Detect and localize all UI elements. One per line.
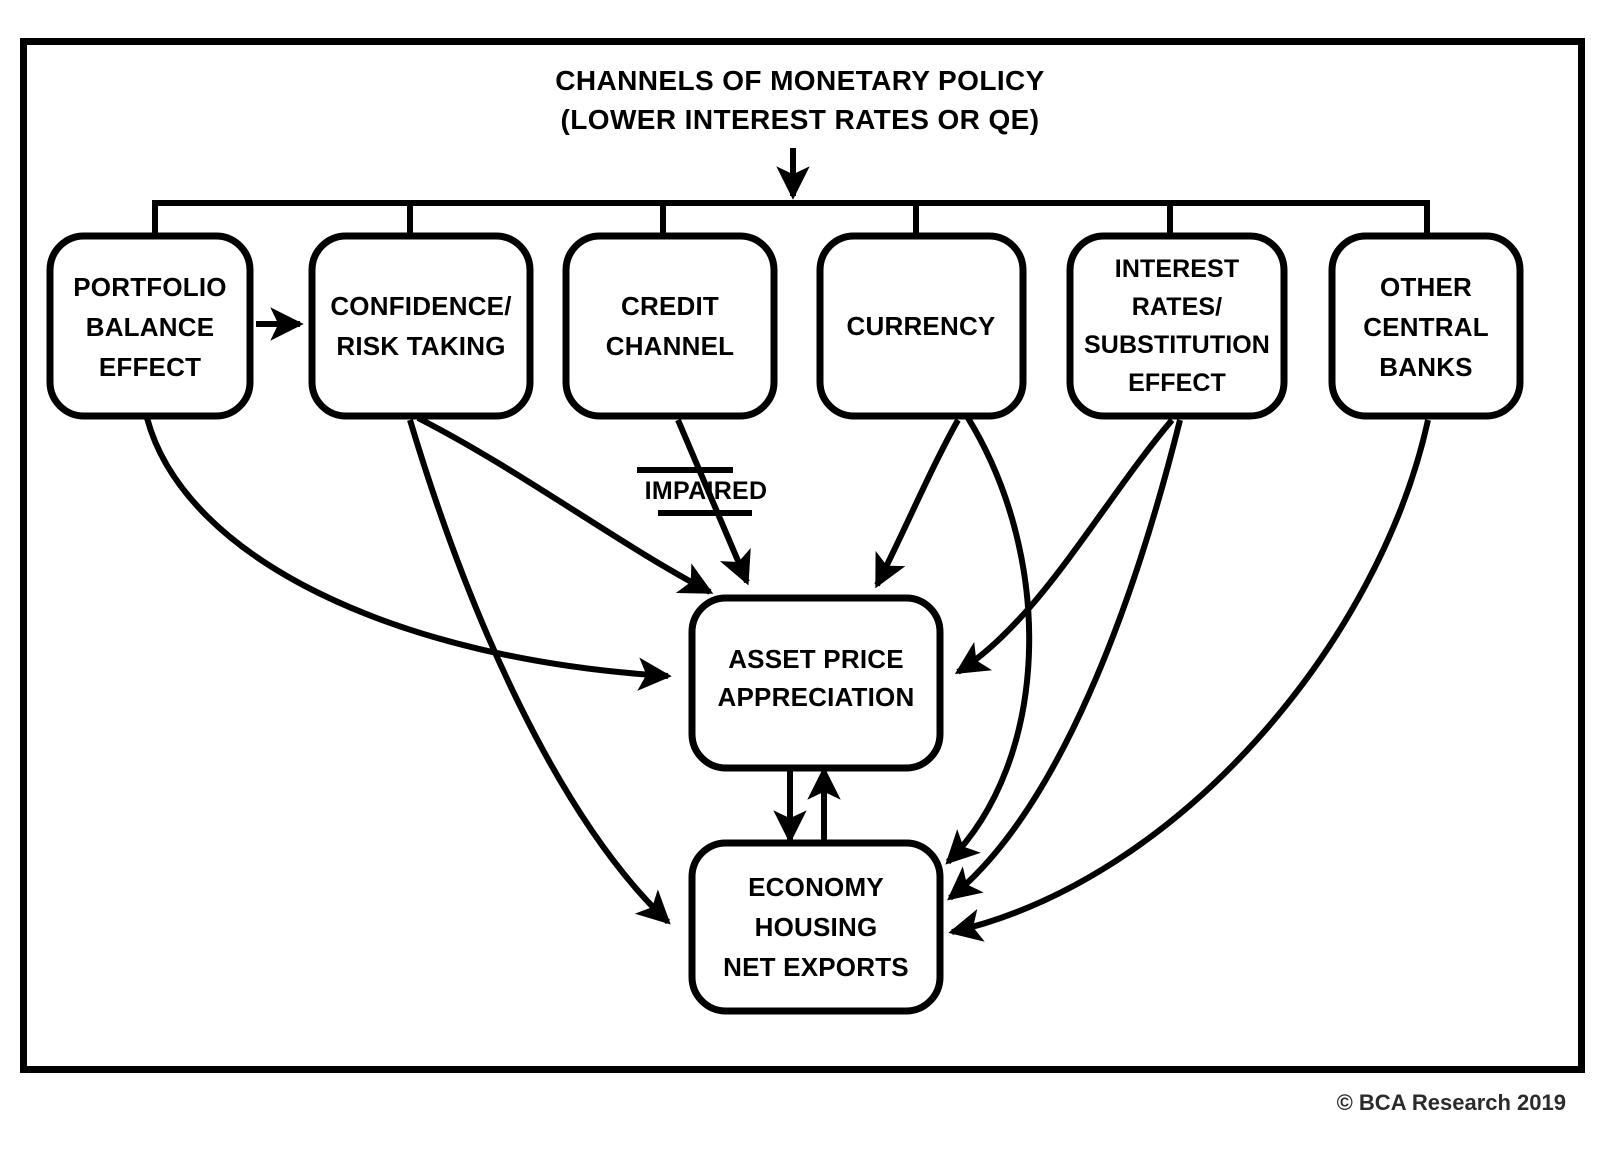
channel-label-line: BANKS	[1379, 352, 1472, 382]
channel-label-line: CENTRAL	[1363, 312, 1489, 342]
channel-box-credit-channel[interactable]: CREDIT CHANNEL	[562, 232, 778, 420]
channel-box-confidence-risk-taking[interactable]: CONFIDENCE/ RISK TAKING	[308, 232, 534, 420]
channel-box-currency[interactable]: CURRENCY	[816, 232, 1027, 420]
outcome-label-line: HOUSING	[755, 912, 878, 942]
channel-label-line: EFFECT	[99, 352, 201, 382]
outer-frame	[20, 38, 1585, 1073]
edge-other-central-banks-to-economy	[948, 419, 1431, 942]
channel-label-line: EFFECT	[1128, 369, 1226, 397]
edge-currency-to-asset-price	[874, 418, 961, 589]
impaired-label: IMPAIRED	[645, 477, 768, 505]
copyright-notice: © BCA Research 2019	[1337, 1090, 1566, 1115]
edge-portfolio-to-asset-price	[144, 417, 672, 691]
channel-label-line: INTEREST	[1115, 255, 1239, 283]
channel-label-line: RISK TAKING	[336, 331, 505, 361]
outcome-label-line: ASSET PRICE	[728, 644, 904, 674]
channel-label-line: SUBSTITUTION	[1084, 331, 1270, 359]
channel-box-portfolio-balance-effect[interactable]: PORTFOLIO BALANCE EFFECT	[46, 232, 254, 420]
channel-label-line: PORTFOLIO	[73, 272, 226, 302]
channel-label-line: CONFIDENCE/	[330, 291, 511, 321]
outcome-label-line: ECONOMY	[748, 872, 884, 902]
channel-label-line: BALANCE	[86, 312, 215, 342]
outcome-label-line: NET EXPORTS	[723, 952, 909, 982]
channel-box-other-central-banks[interactable]: OTHER CENTRAL BANKS	[1328, 232, 1524, 420]
channel-box-interest-rates-substitution-effect[interactable]: INTEREST RATES/ SUBSTITUTION EFFECT	[1066, 232, 1288, 420]
edge-credit-to-asset-price	[675, 418, 751, 586]
edge-interest-rates-to-asset-price	[954, 418, 1175, 675]
edge-confidence-to-economy	[407, 419, 671, 925]
channel-label-line: CREDIT	[621, 291, 719, 321]
diagram-title-line1: CHANNELS OF MONETARY POLICY	[555, 65, 1044, 96]
outcome-box-asset-price-appreciation[interactable]: ASSET PRICE APPRECIATION	[688, 594, 944, 772]
outcome-box-economy-housing-net-exports[interactable]: ECONOMY HOUSING NET EXPORTS	[688, 839, 944, 1015]
edge-currency-to-economy	[945, 416, 1033, 865]
diagram-title-line2: (LOWER INTEREST RATES OR QE)	[561, 104, 1040, 135]
channel-label-line: OTHER	[1380, 272, 1472, 302]
edge-confidence-to-asset-price	[416, 415, 714, 595]
channel-label-line: CURRENCY	[847, 311, 996, 341]
channel-label-line: CHANNEL	[606, 331, 735, 361]
outcome-label-line: APPRECIATION	[718, 682, 915, 712]
channel-label-line: RATES/	[1132, 293, 1222, 321]
edge-interest-rates-to-economy	[947, 419, 1183, 901]
